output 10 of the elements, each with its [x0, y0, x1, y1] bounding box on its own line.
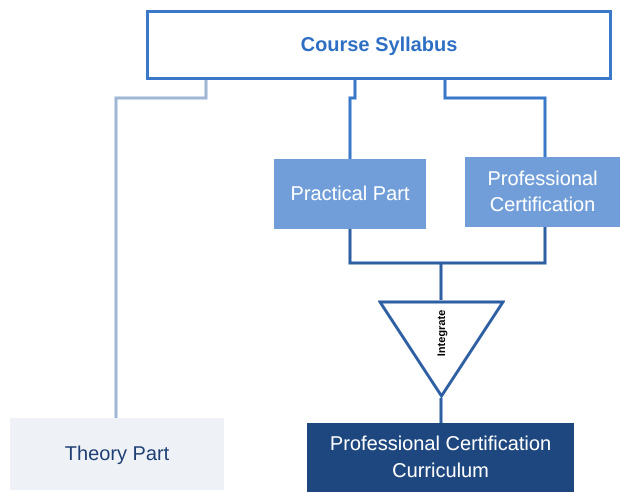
title-box: Course Syllabus — [146, 10, 612, 80]
connector-line — [114, 80, 208, 418]
process-box: Professional Certification — [465, 157, 620, 227]
connector-line — [444, 80, 546, 157]
connector-line — [440, 398, 442, 423]
triangle-label: Integrate — [436, 310, 448, 356]
connector-line — [348, 80, 356, 159]
process-box: Professional Certification Curriculum — [307, 423, 574, 492]
process-box: Practical Part — [274, 159, 426, 229]
process-box: Theory Part — [10, 418, 224, 490]
